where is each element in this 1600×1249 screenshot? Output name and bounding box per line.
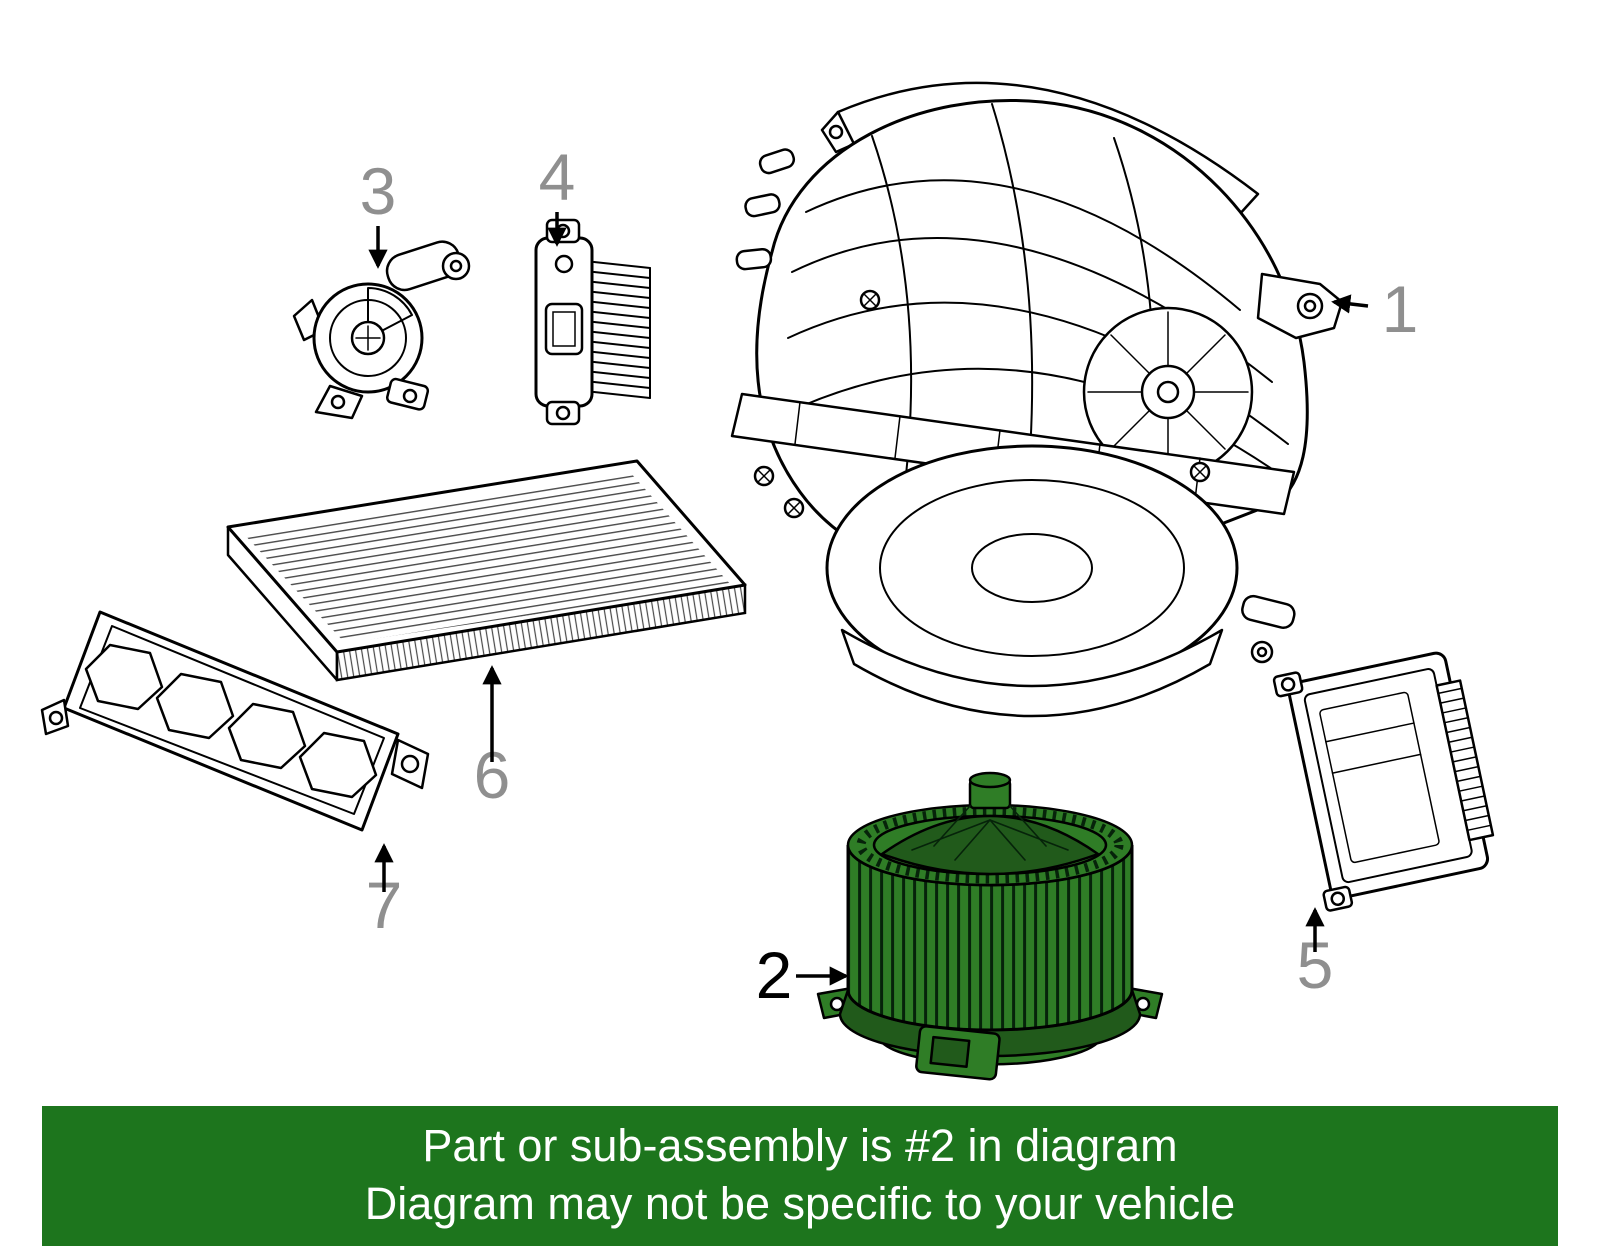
part-5-control-module [1272,651,1495,912]
banner-line-2: Diagram may not be specific to your vehi… [364,1178,1236,1229]
part-3-actuator [292,240,471,420]
frame-cell [84,643,164,711]
housing-screws [859,289,1211,483]
part-6-cabin-filter [226,459,747,682]
housing-right-stubs [1241,594,1296,664]
callout-1-label: 1 [1382,272,1419,346]
housing-drum [825,444,1239,718]
callout-3: 3 [360,154,397,269]
part-4-resistor [534,218,651,426]
callout-4: 4 [539,140,576,247]
lid-hole [828,124,844,140]
blower-connector [915,1025,1001,1081]
callout-1: 1 [1331,272,1419,346]
blower-motor-cone [880,814,1100,876]
frame-cell [155,672,235,740]
callout-4-label: 4 [539,140,576,214]
blower-rim-ticks [856,806,1124,884]
filter-pleats [243,471,731,643]
highlight-banner: Part or sub-assembly is #2 in diagram Di… [42,1106,1558,1246]
frame-cell [227,702,307,770]
callout-5: 5 [1297,907,1333,1002]
mounting-bracket [1256,272,1344,340]
part-1-hvac-housing [730,81,1344,718]
resistor-heatsink-fins [593,261,651,399]
fan-scroll [1082,306,1254,478]
resistor-connector [544,302,584,356]
part-7-filter-frame [40,610,430,832]
module-connector [1435,679,1495,842]
callout-3-label: 3 [360,154,397,228]
frame-cell [298,731,378,799]
callout-2-label: 2 [756,938,793,1012]
callout-2: 2 [756,938,849,1012]
callout-6: 6 [474,665,510,812]
callout-1-arrow [1331,294,1369,314]
housing-studs [735,148,805,519]
module-connector-fins [1437,687,1492,832]
banner-line-1: Part or sub-assembly is #2 in diagram [422,1120,1178,1171]
part-2-blower-motor-highlighted [816,771,1164,1081]
callout-7: 7 [366,843,402,942]
